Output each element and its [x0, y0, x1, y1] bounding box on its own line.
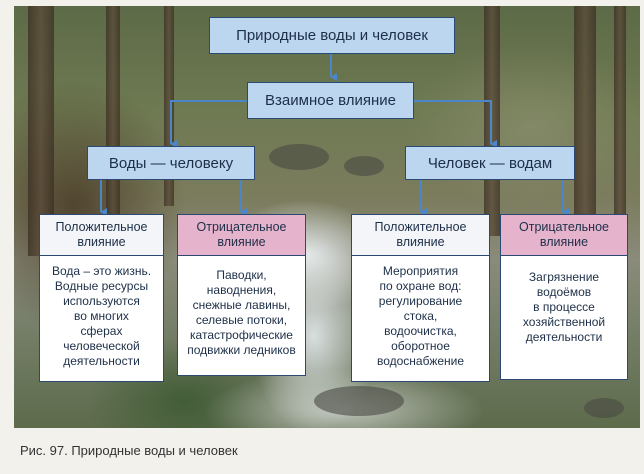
effect-box-water-negative: Отрицательное влияние Паводки, наводнени… [177, 214, 306, 376]
figure-caption: Рис. 97. Природные воды и человек [20, 443, 238, 458]
effect-body: Загрязнение водоёмов в процессе хозяйств… [522, 270, 606, 344]
effect-body: Мероприятия по охране вод: регулирование… [376, 264, 465, 368]
effect-box-human-positive: Положительное влияние Мероприятия по охр… [351, 214, 490, 382]
human-to-water-box: Человек — водам [405, 146, 575, 180]
mutual-influence-label: Взаимное влияние [265, 92, 396, 109]
water-to-human-box: Воды — человеку [87, 146, 255, 180]
arrow-mutual-to-right [414, 100, 497, 148]
diagram-title-box: Природные воды и человек [209, 17, 455, 54]
effect-head: Положительное влияние [352, 215, 489, 256]
effect-head: Положительное влияние [40, 215, 163, 256]
arrow-mutual-to-left [170, 100, 247, 148]
human-to-water-label: Человек — водам [427, 154, 553, 172]
water-to-human-label: Воды — человеку [108, 154, 234, 172]
effect-body: Вода – это жизнь. Водные ресурсы использ… [51, 264, 152, 368]
effect-head: Отрицательное влияние [501, 215, 627, 256]
effect-head: Отрицательное влияние [178, 215, 305, 256]
effect-box-human-negative: Отрицательное влияние Загрязнение водоём… [500, 214, 628, 380]
effect-body: Паводки, наводнения, снежные лавины, сел… [187, 268, 296, 357]
mutual-influence-box: Взаимное влияние [247, 82, 414, 119]
effect-box-water-positive: Положительное влияние Вода – это жизнь. … [39, 214, 164, 382]
diagram-title: Природные воды и человек [236, 27, 428, 44]
